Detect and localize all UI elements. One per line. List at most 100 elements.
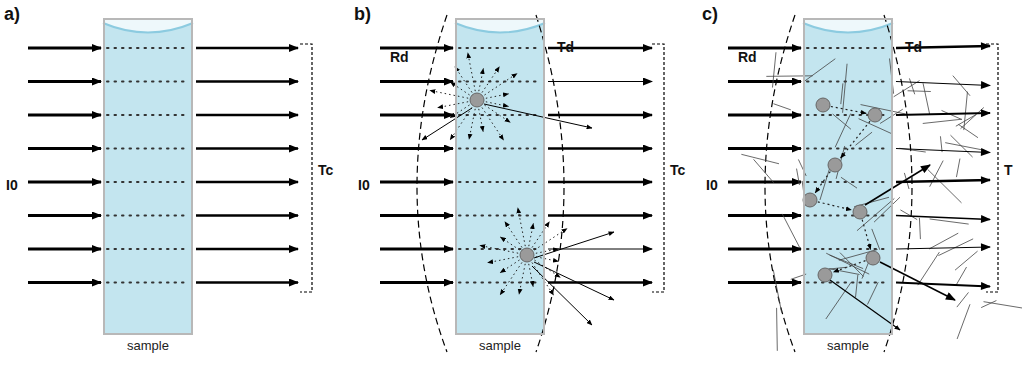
diffuse-ray: [776, 308, 778, 351]
transmitted-beam: [896, 180, 990, 182]
scattering-particle: [816, 98, 830, 112]
scatter-path: [862, 220, 870, 250]
diffuse-ray: [833, 114, 851, 129]
scattering-particle: [868, 108, 882, 122]
sample-label: sample: [479, 338, 521, 353]
incident-beam: [28, 248, 101, 251]
beam-symbol: I0: [706, 177, 718, 193]
diffuse-ray: [835, 114, 851, 148]
incident-beam: [28, 281, 101, 284]
beam-path: [107, 81, 189, 83]
diffuse-ray: [964, 92, 968, 130]
beam-symbol: I0: [358, 177, 370, 193]
scatter-ray: [518, 208, 525, 246]
incident-beam: [380, 281, 453, 284]
incident-beam: [28, 47, 101, 50]
beam-path: [459, 181, 541, 183]
incident-beam: [728, 248, 801, 251]
scattered-beam: [865, 165, 930, 205]
diffuse-ray: [918, 252, 940, 285]
scatter-ray: [480, 245, 518, 253]
panel-letter: a): [4, 4, 20, 24]
scattering-particle: [828, 158, 842, 172]
panel-letter: c): [702, 4, 718, 24]
scatter-ray: [488, 257, 518, 263]
diffuse-ray: [929, 233, 958, 249]
scatter-path: [833, 261, 865, 272]
label-anchor: c): [702, 4, 718, 25]
meniscus-air: [103, 18, 193, 33]
scattering-particle: [866, 251, 880, 265]
beam-path: [807, 47, 889, 49]
transmitted-beam: [548, 81, 652, 82]
diffuse-ray: [928, 169, 962, 202]
sample-label: sample: [127, 338, 169, 353]
transmitted-beam: [196, 114, 298, 117]
beam-path: [459, 215, 541, 217]
meniscus-surface: [455, 23, 545, 33]
scatter-ray: [532, 263, 554, 296]
diffuse-ray: [855, 132, 872, 145]
reflection-boundary: [765, 15, 795, 352]
scatter-path: [818, 202, 851, 210]
label-anchor: I0: [6, 176, 18, 194]
beam-path: [459, 282, 541, 284]
scattered-beam: [422, 108, 472, 140]
diffuse-ray: [797, 169, 800, 185]
meniscus-surface: [803, 23, 893, 33]
diffuse-ray: [908, 90, 931, 92]
diffuse-ray: [773, 270, 781, 313]
diffuse-ray: [919, 218, 921, 239]
transmitted-beam: [896, 216, 990, 220]
reflection-boundary: [417, 15, 447, 352]
scatter-path: [815, 172, 830, 193]
beam-path: [107, 148, 189, 150]
beam-path: [807, 81, 889, 83]
diffuse-ray: [829, 269, 859, 275]
beam-path: [459, 81, 541, 83]
diffuse-ray: [957, 304, 970, 339]
diffuse-ray: [754, 159, 774, 182]
scatter-ray: [486, 94, 509, 98]
label-anchor: Tc: [670, 161, 685, 179]
scatter-ray: [535, 228, 568, 250]
beam-symbol: Rd: [390, 49, 409, 65]
diffuse-ray: [872, 229, 880, 250]
panel-art: [380, 15, 664, 352]
transmitted-beam: [196, 47, 298, 50]
scatter-ray: [519, 264, 525, 294]
incident-beam: [728, 80, 801, 83]
beam-path: [459, 47, 541, 49]
transmitted-beam: [896, 82, 990, 86]
diffuse-ray: [782, 214, 800, 248]
scatter-ray: [500, 260, 519, 273]
detector-bracket: [652, 44, 664, 292]
scattered-beam: [534, 262, 614, 300]
diffuse-ray: [981, 301, 996, 308]
label-anchor: I0: [358, 176, 370, 194]
scattering-particle: [853, 205, 867, 219]
diffuse-ray: [957, 292, 969, 307]
incident-beam: [28, 80, 101, 83]
scatter-ray: [484, 105, 510, 122]
diffuse-ray: [930, 219, 969, 224]
diffuse-ray: [826, 253, 869, 274]
incident-beam: [380, 80, 453, 83]
scatter-ray: [438, 102, 468, 108]
transmitted-beam: [548, 147, 652, 150]
panel-art: [728, 15, 1022, 352]
transmission-boundary: [536, 15, 564, 352]
diffuse-ray: [861, 105, 906, 114]
cuvette-wall: [103, 18, 193, 335]
incident-beam: [28, 214, 101, 217]
beam-symbol: Td: [557, 39, 574, 55]
beam-path: [107, 47, 189, 49]
scattered-beam: [532, 266, 592, 325]
scatter-ray: [500, 262, 522, 294]
diffuse-ray: [856, 275, 858, 297]
diffuse-ray: [843, 64, 847, 113]
diffuse-ray: [804, 59, 835, 82]
diffuse-ray: [923, 119, 962, 123]
